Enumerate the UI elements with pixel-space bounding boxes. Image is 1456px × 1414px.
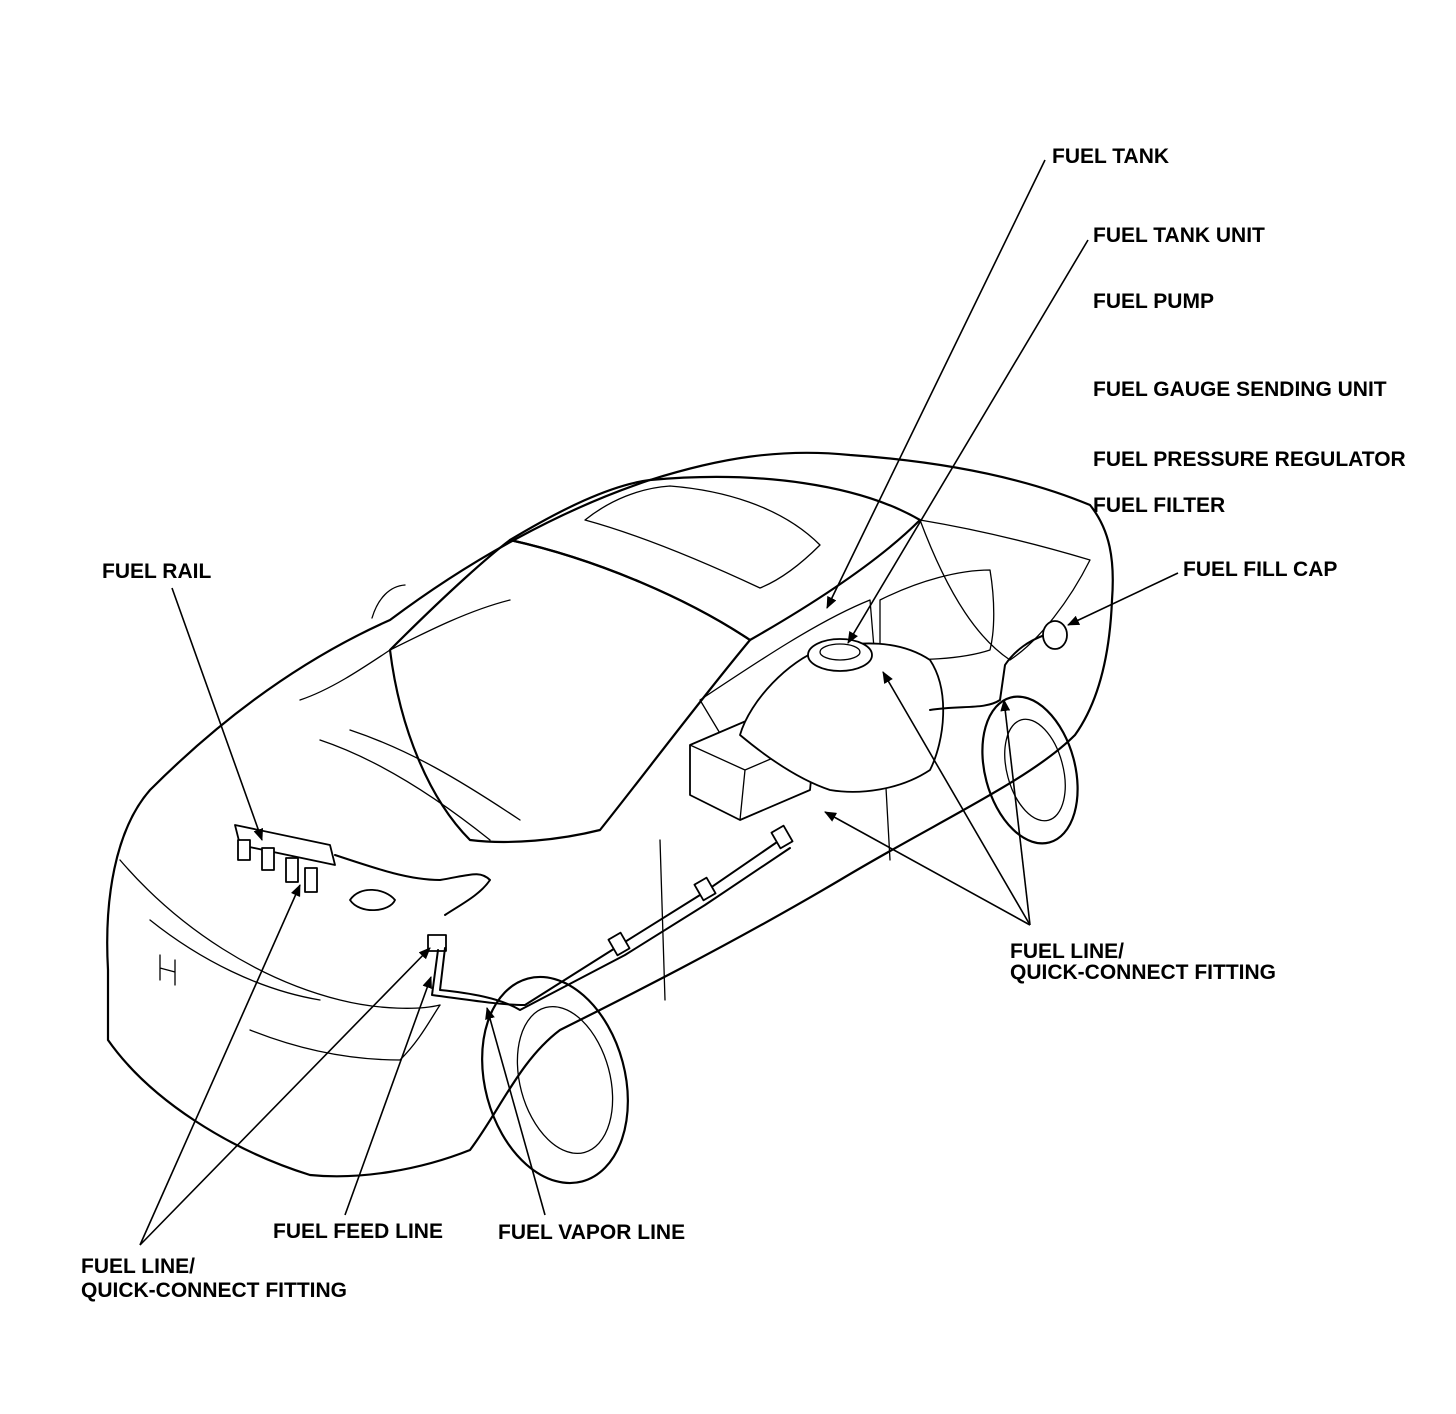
leader-fuel-fill-cap: [1067, 572, 1179, 626]
label-fuel-line-rear-1: FUEL LINE/: [1010, 940, 1124, 963]
hood-vent: [319, 729, 521, 841]
rear-wheel: [981, 695, 1079, 845]
car-body-outline: [106, 451, 1114, 1178]
front-fascia: [119, 859, 441, 1009]
quick-connect-front: [427, 934, 447, 952]
sunroof: [584, 485, 821, 589]
line-clip-2: [693, 876, 717, 902]
fuel-vapor-line: [439, 847, 791, 1011]
side-mirror: [371, 584, 406, 619]
label-fuel-tank: FUEL TANK: [1052, 145, 1169, 168]
leader-rear-fitting-2: [882, 671, 1031, 926]
fuel-system: [234, 620, 1068, 1011]
windshield: [388, 538, 752, 844]
label-fuel-pump: FUEL PUMP: [1093, 290, 1214, 313]
rear-wheel-hub: [1004, 718, 1066, 822]
line-clip-1: [607, 931, 631, 957]
leader-fuel-feed-line: [344, 976, 432, 1216]
leader-front-fitting-1: [139, 884, 301, 1246]
leader-rear-fitting-3: [1000, 699, 1031, 926]
rear-window: [919, 519, 1091, 661]
filler-neck: [929, 634, 1046, 711]
label-fuel-line-front-2: QUICK-CONNECT FITTING: [81, 1279, 347, 1302]
headlight: [249, 1004, 441, 1061]
leader-fuel-vapor-line: [485, 1007, 546, 1216]
leader-fuel-tank: [826, 159, 1046, 609]
leader-fuel-tank-unit: [847, 239, 1089, 644]
label-fuel-feed-line: FUEL FEED LINE: [273, 1220, 443, 1243]
label-fuel-fill-cap: FUEL FILL CAP: [1183, 558, 1337, 581]
label-fuel-line-rear-2: QUICK-CONNECT FITTING: [1010, 961, 1276, 984]
front-wheel-hub: [516, 1005, 614, 1155]
injector-1: [237, 839, 251, 861]
label-fuel-vapor-line: FUEL VAPOR LINE: [498, 1221, 685, 1244]
injector-4: [304, 867, 318, 893]
emblem-icon: [159, 954, 176, 986]
label-fuel-filter: FUEL FILTER: [1093, 494, 1225, 517]
label-fuel-line-front-1: FUEL LINE/: [81, 1255, 195, 1278]
fuel-line-front: [334, 854, 491, 916]
fuel-pressure-damper: [349, 888, 396, 912]
fuel-feed-line: [431, 839, 781, 1006]
leader-fuel-rail: [171, 587, 264, 841]
injector-3: [285, 857, 299, 883]
front-wheel: [481, 975, 629, 1185]
labels: FUEL TANK FUEL TANK UNIT FUEL PUMP FUEL …: [81, 145, 1406, 1302]
injector-2: [261, 847, 275, 871]
car-illustration: [106, 451, 1114, 1185]
label-fuel-tank-unit: FUEL TANK UNIT: [1093, 224, 1265, 247]
leader-front-fitting-2: [139, 947, 431, 1246]
roof: [508, 475, 922, 642]
label-fuel-rail: FUEL RAIL: [102, 560, 211, 583]
fuel-fill-cap: [1042, 620, 1068, 650]
fuel-tank-unit-cap: [819, 643, 861, 661]
label-fuel-gauge-sending-unit: FUEL GAUGE SENDING UNIT: [1093, 378, 1387, 401]
label-fuel-pressure-regulator: FUEL PRESSURE REGULATOR: [1093, 448, 1406, 471]
leader-lines: [139, 159, 1179, 1246]
front-grille: [149, 919, 321, 1001]
line-clip-3: [770, 824, 794, 850]
leader-rear-fitting-1: [824, 811, 1031, 926]
